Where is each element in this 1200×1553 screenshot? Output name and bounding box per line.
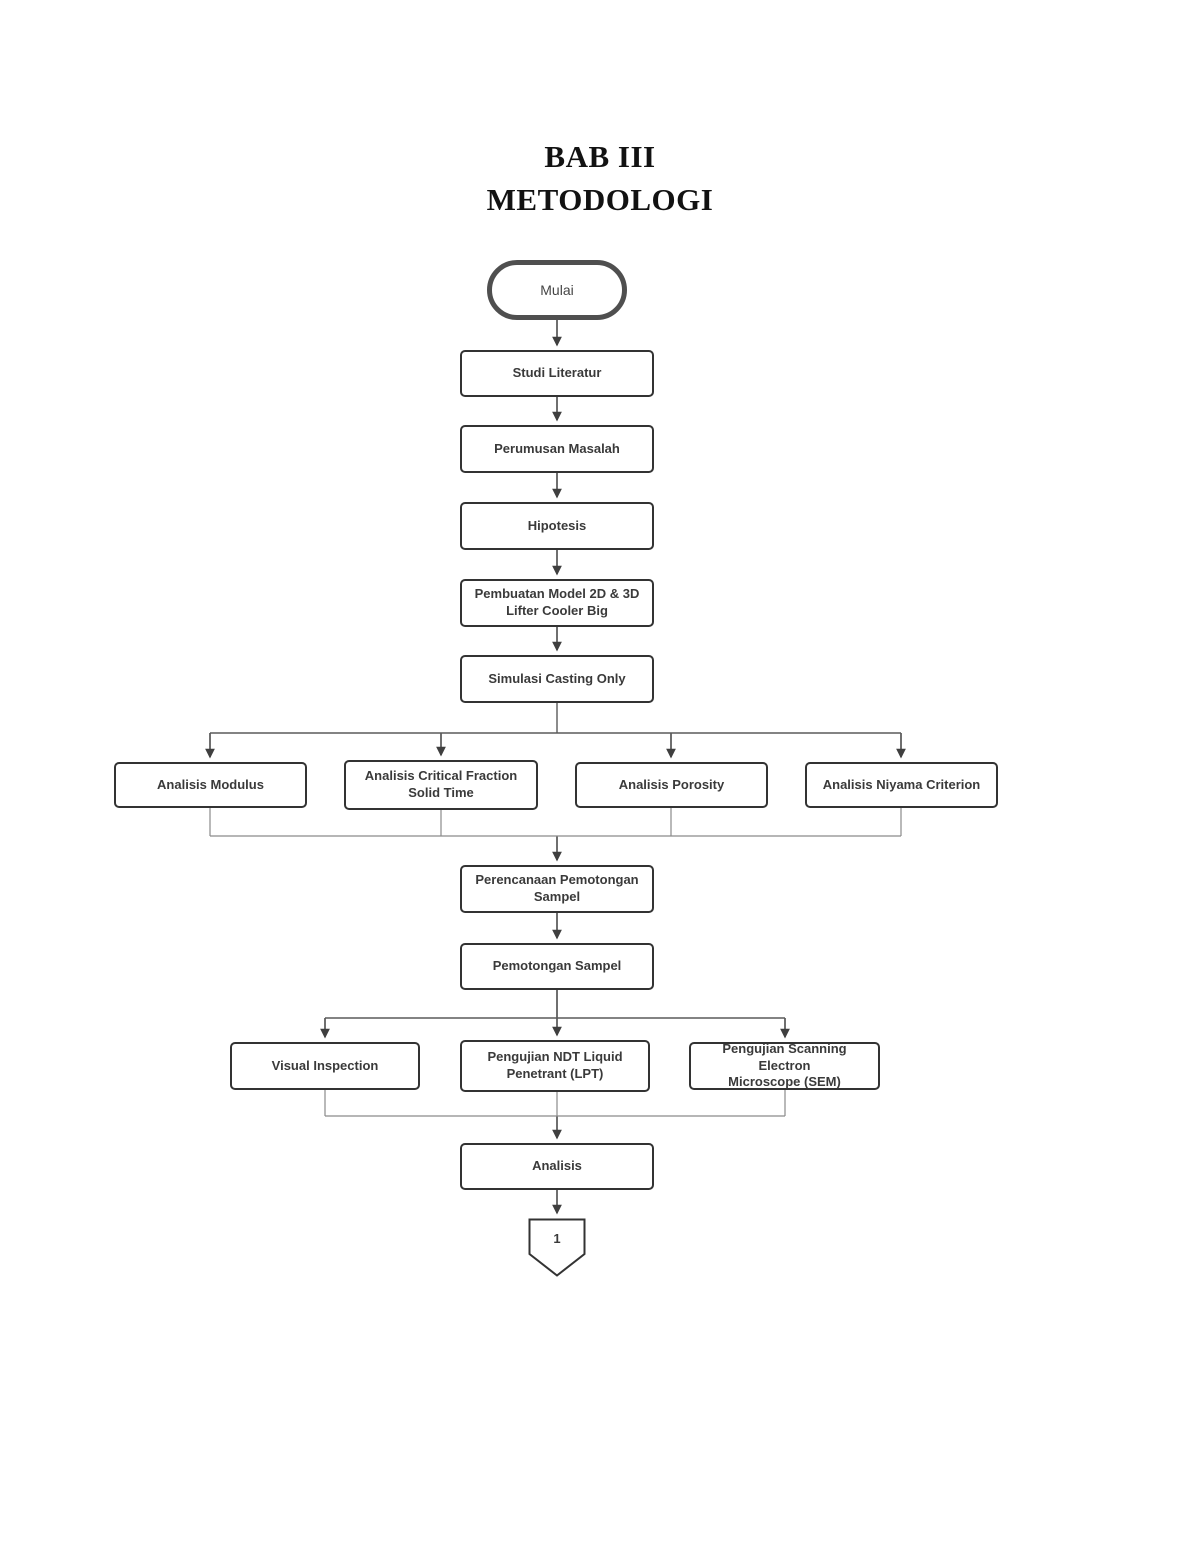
flow-node-offpage-connector-label: 1 [553,1231,561,1246]
branch-lines [210,703,901,1019]
flow-node-pemotongan-sampel: Pemotongan Sampel [460,943,654,990]
flow-node-simulasi-casting-label: Simulasi Casting Only [488,670,626,686]
flow-node-analisis-modulus-label: Analisis Modulus [157,776,264,792]
flow-node-perumusan-masalah-label: Perumusan Masalah [494,440,620,456]
flow-node-analisis: Analisis [460,1143,654,1190]
flow-node-perencanaan-pemotongan: Perencanaan Pemotongan Sampel [460,865,654,913]
flow-node-pengujian-sem: Pengujian Scanning Electron Microscope (… [689,1040,880,1090]
flow-node-analisis-porosity: Analisis Porosity [575,762,768,808]
flow-node-analisis-modulus: Analisis Modulus [114,762,307,808]
offpage-connector-shape-icon [528,1218,586,1277]
title-line-1: BAB III [544,139,656,174]
flow-node-simulasi-casting: Simulasi Casting Only [460,655,654,703]
flow-node-visual-inspection-label: Visual Inspection [271,1057,379,1073]
flow-node-analisis-niyama-label: Analisis Niyama Criterion [822,776,981,792]
flow-node-studi-literatur: Studi Literatur [460,350,654,397]
flow-node-perumusan-masalah: Perumusan Masalah [460,425,654,473]
flow-node-pengujian-sem-label: Pengujian Scanning Electron Microscope (… [722,1040,847,1090]
flow-node-start-label: Mulai [540,281,574,298]
flow-node-pembuatan-model: Pembuatan Model 2D & 3D Lifter Cooler Bi… [460,579,654,627]
flow-node-pengujian-ndt-label: Pengujian NDT Liquid Penetrant (LPT) [487,1049,623,1081]
flow-node-analisis-niyama: Analisis Niyama Criterion [805,762,998,808]
flow-node-perencanaan-pemotongan-label: Perencanaan Pemotongan Sampel [475,872,639,904]
arrow-connectors [205,320,906,1215]
title-line-2: METODOLOGI [486,181,714,217]
flow-node-visual-inspection: Visual Inspection [230,1042,420,1090]
merge-lines [209,808,902,1117]
flow-node-studi-literatur-label: Studi Literatur [512,365,602,381]
flow-node-hipotesis-label: Hipotesis [527,517,587,533]
flow-node-analisis-critical-fraction-label: Analisis Critical Fraction Solid Time [364,768,518,800]
page-title: BAB III METODOLOGI [0,136,1200,222]
flow-node-analisis-porosity-label: Analisis Porosity [618,776,725,792]
flow-node-hipotesis: Hipotesis [460,502,654,550]
flow-node-offpage-connector: 1 [528,1218,586,1277]
flow-node-pembuatan-model-label: Pembuatan Model 2D & 3D Lifter Cooler Bi… [474,586,640,618]
flow-node-pemotongan-sampel-label: Pemotongan Sampel [492,958,622,974]
flow-node-pengujian-ndt: Pengujian NDT Liquid Penetrant (LPT) [460,1040,650,1092]
flow-node-analisis-critical-fraction: Analisis Critical Fraction Solid Time [344,760,538,810]
flow-node-start: Mulai [487,260,627,320]
flow-node-analisis-label: Analisis [532,1158,582,1174]
